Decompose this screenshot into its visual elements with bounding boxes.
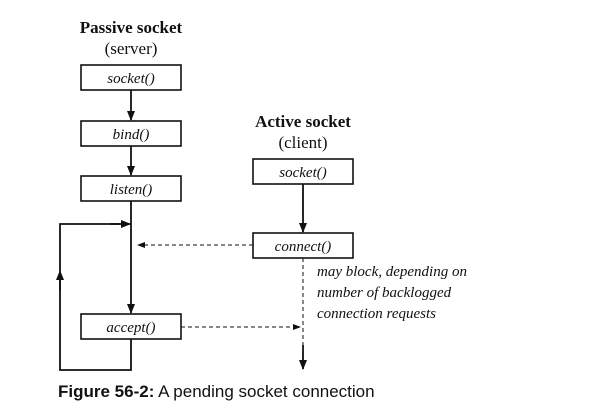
- loop-top-line: [59, 223, 120, 271]
- server-bind-label: bind(): [113, 127, 150, 143]
- server-bind-box: bind(): [80, 120, 182, 147]
- figure-caption: Figure 56-2: A pending socket connection: [58, 382, 375, 402]
- server-socket-box: socket(): [80, 64, 182, 91]
- figure-caption-text: A pending socket connection: [158, 382, 375, 401]
- server-listen-box: listen(): [80, 175, 182, 202]
- accept-loop-return-line: [59, 280, 132, 371]
- figure-caption-label: Figure 56-2:: [58, 382, 155, 401]
- server-socket-label: socket(): [107, 71, 154, 87]
- passive-socket-title: Passive socket: [80, 18, 183, 37]
- client-socket-label: socket(): [279, 165, 326, 181]
- note-line-2: number of backlogged: [317, 285, 452, 301]
- active-socket-subtitle: (client): [278, 133, 327, 152]
- client-connect-box: connect(): [252, 232, 354, 259]
- server-listen-label: listen(): [110, 182, 153, 198]
- server-accept-label: accept(): [106, 320, 155, 336]
- blocking-note: may block, depending on number of backlo…: [317, 264, 467, 322]
- passive-socket-subtitle: (server): [105, 39, 158, 58]
- client-socket-box: socket(): [252, 158, 354, 185]
- note-line-3: connection requests: [317, 306, 436, 322]
- active-socket-title: Active socket: [255, 112, 351, 131]
- client-connect-label: connect(): [275, 239, 332, 255]
- note-line-1: may block, depending on: [317, 264, 467, 280]
- server-accept-box: accept(): [80, 313, 182, 340]
